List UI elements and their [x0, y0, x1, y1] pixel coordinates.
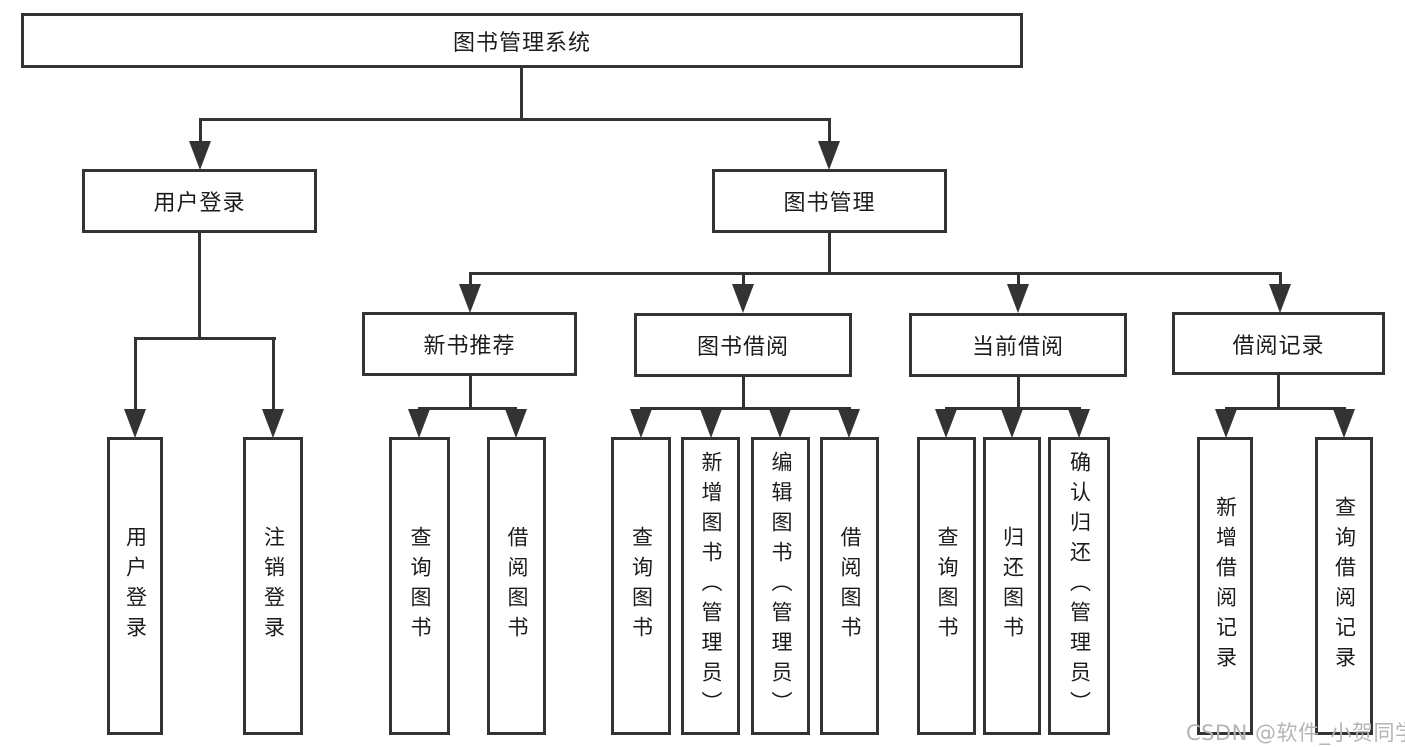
leaf-user-login: 用户登录	[107, 437, 163, 735]
leaf-edit-books-admin-label: 编辑图书（管理员）	[769, 451, 793, 721]
leaf-borrow-books-recommend: 借阅图书	[487, 437, 546, 735]
arrow-down-icon	[838, 409, 860, 438]
connector-line	[199, 120, 202, 143]
node-current-borrowing-label: 当前借阅	[971, 335, 1064, 360]
connector-line	[469, 272, 1282, 275]
connector-line	[469, 274, 472, 286]
leaf-add-borrow-record-label: 新增借阅记录	[1213, 496, 1238, 676]
arrow-down-icon	[1001, 409, 1023, 438]
node-book-borrowing-label: 图书借阅	[696, 335, 789, 360]
csdn-watermark: CSDN @软件_小贺同学	[1186, 721, 1405, 745]
leaf-borrow-books-borrowing: 借阅图书	[820, 437, 879, 735]
arrow-down-icon	[1269, 284, 1291, 313]
connector-line	[742, 377, 745, 410]
leaf-add-books-admin: 新增图书（管理员）	[681, 437, 740, 735]
connector-line	[1279, 274, 1282, 286]
leaf-logout-label: 注销登录	[261, 526, 286, 646]
connector-line	[1277, 375, 1280, 410]
connector-line	[1225, 407, 1346, 410]
connector-line	[418, 407, 517, 410]
node-borrowing-records: 借阅记录	[1172, 312, 1385, 375]
arrow-down-icon	[1068, 409, 1090, 438]
node-book-management: 图书管理	[712, 169, 947, 233]
arrow-down-icon	[459, 284, 481, 313]
arrow-down-icon	[732, 284, 754, 313]
connector-line	[828, 120, 831, 143]
connector-line	[742, 274, 745, 286]
connector-line	[1017, 377, 1020, 410]
connector-line	[945, 407, 1081, 410]
leaf-query-books-recommend: 查询图书	[389, 437, 450, 735]
node-new-book-recommend: 新书推荐	[362, 312, 577, 376]
arrow-down-icon	[124, 409, 146, 438]
arrow-down-icon	[1007, 284, 1029, 313]
leaf-edit-books-admin: 编辑图书（管理员）	[751, 437, 810, 735]
node-root: 图书管理系统	[21, 13, 1023, 68]
arrow-down-icon	[700, 409, 722, 438]
node-book-borrowing: 图书借阅	[634, 313, 852, 377]
node-user-login-label: 用户登录	[153, 191, 246, 216]
arrow-down-icon	[935, 409, 957, 438]
leaf-return-books-label: 归还图书	[1000, 526, 1025, 646]
node-current-borrowing: 当前借阅	[909, 313, 1127, 377]
leaf-return-books: 归还图书	[983, 437, 1041, 735]
leaf-query-books-borrowing-label: 查询图书	[629, 526, 654, 646]
leaf-user-login-label: 用户登录	[123, 526, 148, 646]
connector-line	[469, 376, 472, 410]
leaf-confirm-return-admin-label: 确认归还（管理员）	[1067, 451, 1092, 721]
leaf-add-borrow-record: 新增借阅记录	[1197, 437, 1253, 735]
arrow-down-icon	[189, 141, 211, 170]
leaf-query-borrow-record: 查询借阅记录	[1315, 437, 1373, 735]
connector-line	[520, 68, 523, 121]
arrow-down-icon	[505, 409, 527, 438]
connector-line	[640, 407, 851, 410]
arrow-down-icon	[1215, 409, 1237, 438]
connector-line	[134, 337, 276, 340]
connector-line	[272, 339, 275, 411]
leaf-borrow-books-borrowing-label: 借阅图书	[838, 526, 862, 646]
connector-line	[198, 233, 201, 340]
leaf-query-books-current-label: 查询图书	[935, 526, 959, 646]
leaf-confirm-return-admin: 确认归还（管理员）	[1048, 437, 1110, 735]
node-borrowing-records-label: 借阅记录	[1232, 333, 1325, 359]
leaf-borrow-books-recommend-label: 借阅图书	[505, 526, 529, 646]
arrow-down-icon	[262, 409, 284, 438]
leaf-query-books-recommend-label: 查询图书	[408, 526, 432, 646]
node-user-login: 用户登录	[82, 169, 317, 233]
connector-line	[828, 233, 831, 275]
arrow-down-icon	[630, 409, 652, 438]
connector-line	[199, 118, 831, 121]
leaf-logout: 注销登录	[243, 437, 303, 735]
node-root-label: 图书管理系统	[452, 30, 591, 56]
connector-line	[1017, 274, 1020, 286]
arrow-down-icon	[818, 141, 840, 170]
arrow-down-icon	[1333, 409, 1355, 438]
leaf-query-books-borrowing: 查询图书	[611, 437, 671, 735]
leaf-add-books-admin-label: 新增图书（管理员）	[699, 451, 723, 721]
leaf-query-books-current: 查询图书	[917, 437, 976, 735]
arrow-down-icon	[408, 409, 430, 438]
arrow-down-icon	[769, 409, 791, 438]
node-new-book-recommend-label: 新书推荐	[423, 334, 516, 359]
node-book-management-label: 图书管理	[783, 191, 876, 216]
leaf-query-borrow-record-label: 查询借阅记录	[1332, 496, 1357, 676]
connector-line	[134, 339, 137, 411]
